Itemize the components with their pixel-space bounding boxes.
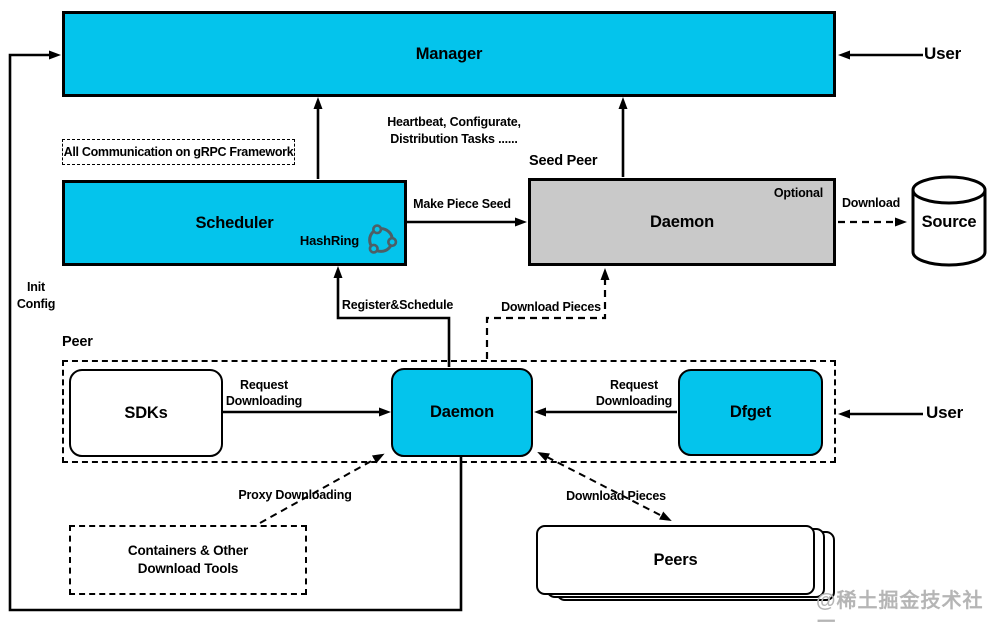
request-right-line2: Downloading	[595, 394, 673, 408]
grpc-note-label: All Communication on gRPC Framework	[63, 145, 294, 159]
init-config-line1: Init	[27, 280, 45, 294]
download-label: Download	[841, 196, 901, 210]
download-pieces-upper-label: Download Pieces	[501, 300, 601, 314]
request-left-line2: Downloading	[225, 394, 303, 408]
peers-label: Peers	[653, 550, 698, 569]
hashring-label: HashRing	[299, 232, 359, 248]
heartbeat-edge-label: Heartbeat, Configurate, Distribution Tas…	[378, 114, 530, 148]
watermark: @稀土掘金技术社区	[816, 590, 984, 622]
seed-daemon-node: Daemon Optional	[528, 178, 836, 266]
download-pieces-upper-connector	[485, 268, 610, 359]
user-top-label: User	[924, 44, 962, 63]
peers-node: Peers	[536, 525, 815, 595]
request-right-line1: Request	[610, 378, 658, 392]
scheduler-node: Scheduler HashRing	[62, 180, 407, 266]
init-config-label: Init Config	[8, 279, 64, 313]
user-bottom-label: User	[926, 403, 964, 422]
grpc-note: All Communication on gRPC Framework	[62, 139, 295, 165]
hashring-icon	[368, 224, 398, 254]
peer-section-label: Peer	[62, 334, 93, 350]
peer-daemon-label: Daemon	[430, 403, 494, 421]
register-schedule-connector	[333, 266, 451, 367]
containers-line1: Containers & Other	[127, 543, 249, 558]
source-cylinder-icon	[911, 175, 987, 267]
init-config-line2: Config	[16, 297, 56, 311]
manager-label: Manager	[415, 44, 483, 63]
scheduler-label: Scheduler	[195, 213, 274, 232]
dfget-label: Dfget	[729, 403, 772, 421]
request-downloading-right-label: Request Downloading	[592, 377, 676, 409]
containers-line2: Download Tools	[137, 561, 239, 576]
source-label: Source	[921, 213, 977, 231]
sdks-node: SDKs	[69, 369, 223, 457]
sdks-label: SDKs	[124, 403, 168, 422]
request-left-line1: Request	[240, 378, 288, 392]
dfget-node: Dfget	[678, 369, 823, 456]
register-schedule-label: Register&Schedule	[341, 298, 454, 312]
download-pieces-lower-connector	[537, 451, 672, 522]
proxy-downloading-label: Proxy Downloading	[238, 488, 352, 502]
make-piece-seed-label: Make Piece Seed	[413, 197, 511, 211]
containers-node: Containers & Other Download Tools	[69, 525, 307, 595]
request-downloading-left-label: Request Downloading	[222, 377, 306, 409]
heartbeat-line1: Heartbeat, Configurate,	[387, 115, 521, 129]
manager-node: Manager	[62, 11, 836, 97]
optional-badge: Optional	[773, 186, 823, 200]
hashring-badge: HashRing	[300, 223, 398, 257]
seed-peer-section-label: Seed Peer	[529, 153, 598, 169]
download-pieces-lower-label: Download Pieces	[566, 489, 666, 503]
seed-daemon-label: Daemon	[650, 212, 714, 231]
heartbeat-line2: Distribution Tasks ......	[390, 132, 518, 146]
peer-daemon-node: Daemon	[391, 368, 533, 457]
